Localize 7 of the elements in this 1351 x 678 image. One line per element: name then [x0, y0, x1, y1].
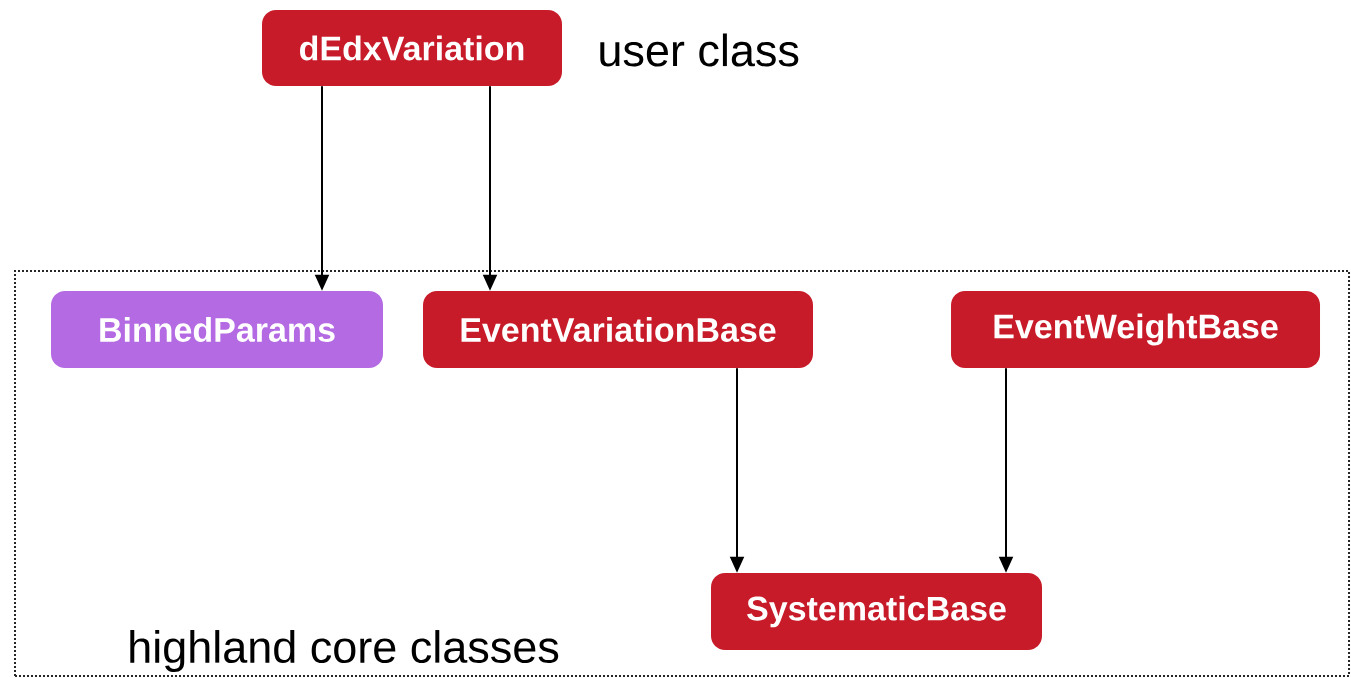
class-box: BinnedParams	[51, 291, 383, 368]
side-note: user class	[600, 33, 799, 67]
class-box: EventWeightBase	[951, 291, 1320, 368]
class-box: SystematicBase	[711, 573, 1042, 650]
class-box: dEdxVariation	[262, 10, 562, 86]
class-box: EventVariationBase	[423, 291, 813, 368]
group-heading: highland core classes	[130, 630, 559, 672]
